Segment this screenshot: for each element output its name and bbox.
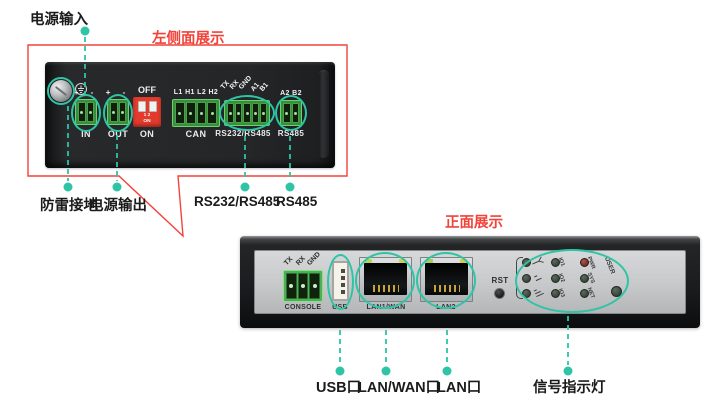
left-view-title: 左侧面展示 [152, 31, 225, 47]
dip-chip-on: ON [143, 119, 151, 124]
usb-highlight [327, 254, 354, 310]
terminal-pin [207, 102, 217, 124]
can-pin-marks: L1 H1 L2 H2 [173, 89, 219, 96]
dip-toggle-1 [138, 101, 146, 112]
side-groove [318, 70, 329, 158]
signal-leds-callout: 信号指示灯 [533, 380, 606, 396]
dip-switch: 1 2 ON [133, 97, 161, 127]
lan-wan-callout: LAN/WAN口 [358, 380, 441, 396]
terminal-pin [309, 273, 321, 299]
rs232-port-highlight [219, 95, 275, 131]
terminal-pin [185, 102, 196, 124]
out-port-highlight [103, 94, 133, 132]
terminal-pin [196, 102, 207, 124]
rst-button [494, 288, 505, 299]
rs485-port-highlight [275, 95, 307, 131]
console-label: CONSOLE [284, 304, 322, 311]
dip-toggle-2 [149, 101, 157, 112]
lan2-highlight [416, 252, 476, 309]
can-port-label: CAN [185, 129, 207, 139]
power-input-callout: 电源输入 [30, 12, 88, 28]
dip-off-label: OFF [138, 85, 156, 95]
led-cluster-highlight [515, 249, 629, 313]
usb-callout: USB口 [316, 380, 362, 396]
lan-callout: LAN口 [437, 380, 482, 396]
in-port-highlight [71, 94, 101, 132]
dip-chip-numbers: 1 2 [143, 113, 151, 118]
can-terminal [172, 99, 220, 127]
terminal-pin [286, 273, 297, 299]
console-terminal [283, 270, 323, 302]
power-output-callout: 电源输出 [89, 198, 147, 214]
ground-screw-highlight [47, 77, 75, 105]
terminal-pin [297, 273, 309, 299]
dip-on-label: ON [139, 129, 155, 139]
lan1-highlight [355, 252, 415, 309]
rs232-callout: RS232/RS485 [194, 194, 281, 209]
rst-label: RST [491, 276, 509, 285]
rs485-callout: RS485 [276, 194, 318, 209]
front-view-title: 正面展示 [445, 215, 503, 231]
terminal-pin [175, 102, 185, 124]
